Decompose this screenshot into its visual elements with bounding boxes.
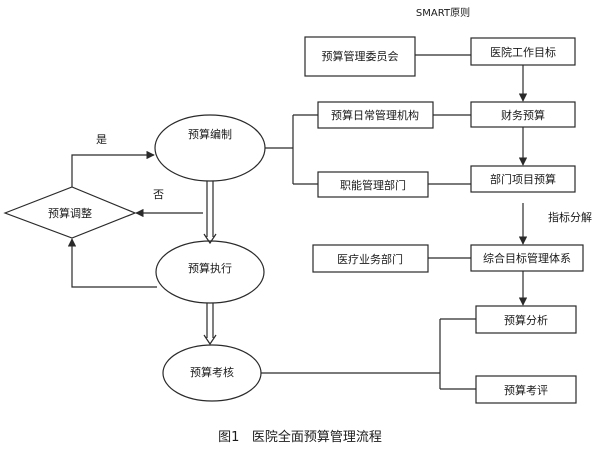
medical-dept-node: 医疗业务部门 bbox=[312, 244, 429, 273]
smart-principle-label: SMART原则 bbox=[416, 6, 470, 19]
budget-compile-ellipse: 预算编制 bbox=[154, 114, 266, 182]
budget-compile-label: 预算编制 bbox=[188, 127, 232, 141]
yes-label: 是 bbox=[96, 133, 107, 146]
medical-dept-label: 医疗业务部门 bbox=[337, 252, 403, 266]
budget-execute-ellipse: 预算执行 bbox=[155, 240, 265, 304]
budget-review-node: 预算考评 bbox=[475, 375, 577, 404]
arrow-compile-execute bbox=[203, 181, 217, 245]
budget-committee-label: 预算管理委员会 bbox=[322, 49, 399, 63]
financial-budget-node: 财务预算 bbox=[470, 101, 576, 128]
hospital-goal-label: 医院工作目标 bbox=[490, 45, 556, 59]
functional-dept-label: 职能管理部门 bbox=[340, 178, 406, 192]
budget-execute-label: 预算执行 bbox=[188, 261, 232, 275]
bracket-assess-right bbox=[261, 318, 476, 390]
budget-assess-ellipse: 预算考核 bbox=[162, 344, 262, 402]
budget-analysis-label: 预算分析 bbox=[504, 313, 548, 327]
no-label: 否 bbox=[153, 188, 164, 201]
hospital-goal-node: 医院工作目标 bbox=[470, 37, 576, 66]
goal-system-node: 综合目标管理体系 bbox=[470, 244, 584, 272]
financial-budget-label: 财务预算 bbox=[501, 108, 545, 122]
arrow-execute-assess bbox=[203, 303, 217, 346]
functional-dept-node: 职能管理部门 bbox=[317, 171, 429, 198]
arrow-execute-adjust bbox=[67, 238, 157, 288]
figure-caption: 图1 医院全面预算管理流程 bbox=[218, 429, 382, 445]
budget-adjust-diamond: 预算调整 bbox=[3, 186, 137, 239]
arrow-adjust-compile bbox=[71, 150, 155, 187]
daily-mgmt-org-label: 预算日常管理机构 bbox=[331, 108, 419, 122]
dept-project-budget-node: 部门项目预算 bbox=[470, 165, 576, 193]
budget-analysis-node: 预算分析 bbox=[475, 305, 577, 334]
daily-mgmt-org-node: 预算日常管理机构 bbox=[317, 101, 434, 129]
budget-adjust-label: 预算调整 bbox=[48, 206, 92, 220]
indicator-split-label: 指标分解 bbox=[548, 210, 592, 224]
bracket-compile-mid bbox=[265, 114, 318, 185]
budget-assess-label: 预算考核 bbox=[190, 365, 234, 379]
budget-review-label: 预算考评 bbox=[504, 383, 548, 397]
budget-committee-node: 预算管理委员会 bbox=[304, 36, 416, 77]
dept-project-budget-label: 部门项目预算 bbox=[490, 172, 556, 186]
goal-system-label: 综合目标管理体系 bbox=[483, 251, 571, 265]
